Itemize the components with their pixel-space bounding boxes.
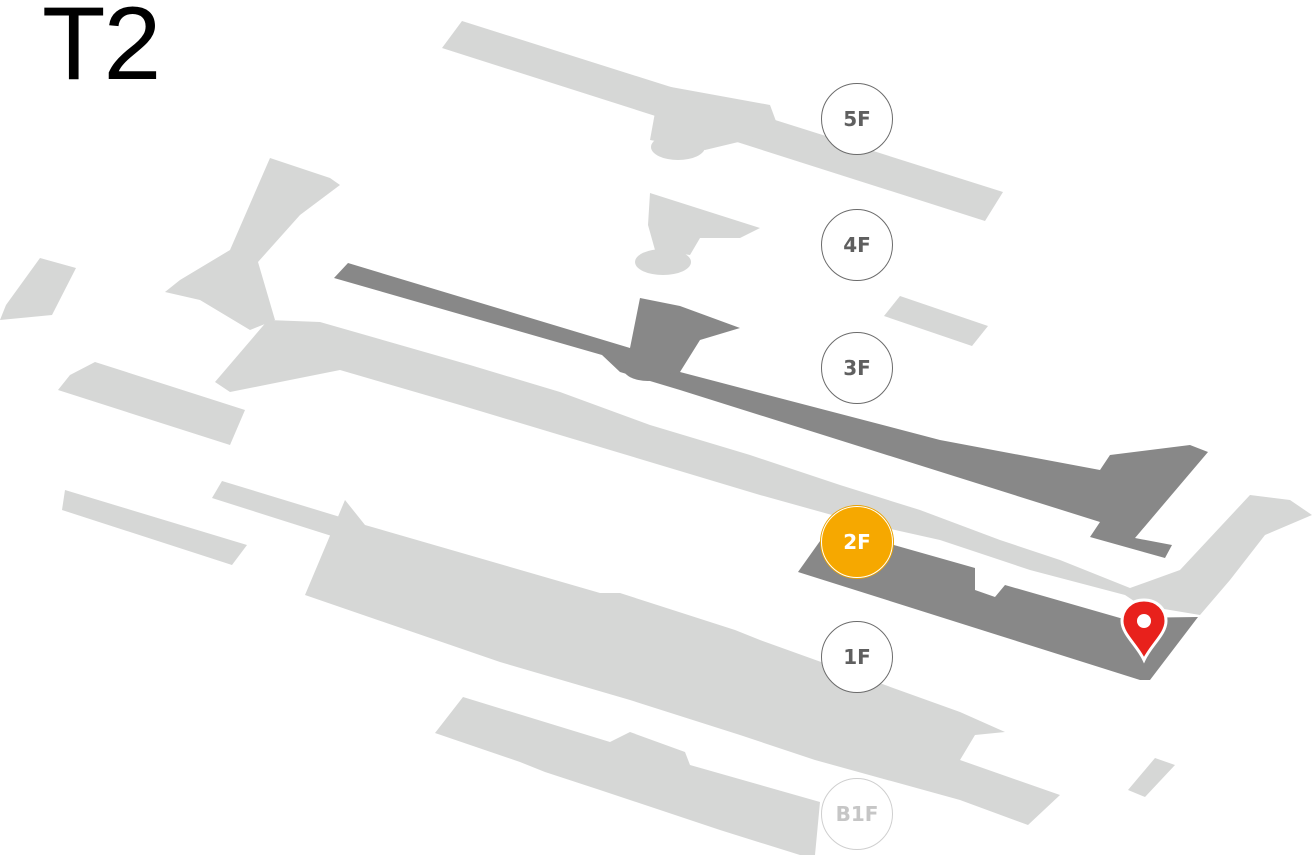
floor-3f-highlight-area[interactable] [334, 263, 1208, 558]
floor-button-1f[interactable]: 1F [821, 621, 893, 693]
floor-button-4f[interactable]: 4F [821, 209, 893, 281]
floor-3f-wings[interactable] [0, 158, 340, 445]
floor-button-5f[interactable]: 5F [821, 83, 893, 155]
floor-2f-highlight-area[interactable] [798, 527, 1198, 680]
floor-button-b1f[interactable]: B1F [821, 778, 893, 850]
floor-1f-shape[interactable] [62, 481, 1175, 825]
floor-4f-shape[interactable] [635, 193, 988, 346]
floor-5f-shape[interactable] [442, 21, 1003, 221]
floor-button-2f[interactable]: 2F [821, 506, 893, 578]
floor-b1f-shape[interactable] [435, 697, 820, 855]
floor-button-3f[interactable]: 3F [821, 332, 893, 404]
floor-2f-shape[interactable] [215, 320, 1312, 615]
terminal-title: T2 [42, 0, 161, 102]
map-pin-icon[interactable] [1119, 598, 1169, 664]
